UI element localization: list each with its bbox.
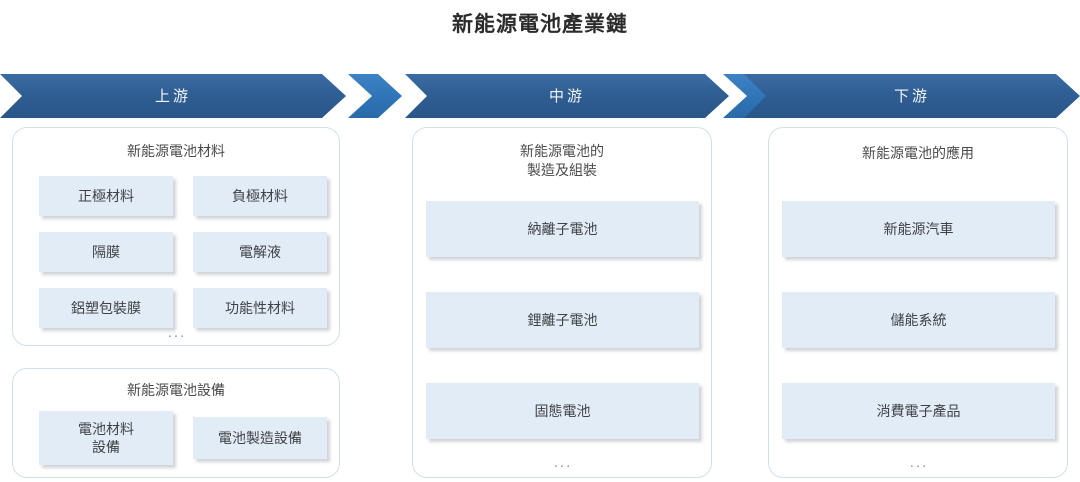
stage-banner-downstream[interactable]: 下游 xyxy=(744,74,1080,118)
chip-label: 固態電池 xyxy=(534,403,591,419)
ellipsis-upstream-materials: ... xyxy=(167,324,187,341)
stage-banner-midstream-label: 中游 xyxy=(548,87,585,105)
chip-solid-state-battery[interactable]: 固態電池 xyxy=(426,383,699,439)
chip-consumer-electronics[interactable]: 消費電子產品 xyxy=(782,383,1055,439)
panel-upstream-materials: 新能源電池材料 正極材料 負極材料 隔膜 電解液 鋁塑包裝膜 功能性材料 ... xyxy=(12,127,340,346)
chip-energy-storage-system[interactable]: 儲能系統 xyxy=(782,292,1055,348)
chip-cathode-material[interactable]: 正極材料 xyxy=(39,176,173,216)
chip-label: 電解液 xyxy=(239,244,281,260)
panel-upstream-materials-heading: 新能源電池材料 xyxy=(127,143,225,159)
chip-label: 電池製造設備 xyxy=(218,430,302,446)
chip-label: 負極材料 xyxy=(232,188,288,204)
chip-new-energy-vehicle[interactable]: 新能源汽車 xyxy=(782,201,1055,257)
chip-label: 鋁塑包裝膜 xyxy=(71,300,141,316)
panel-midstream-heading: 新能源電池的 製造及組裝 xyxy=(413,142,711,180)
chip-label: 消費電子產品 xyxy=(876,403,961,419)
chip-label: 正極材料 xyxy=(78,188,134,204)
stage-banner-midstream[interactable]: 中游 xyxy=(405,74,729,118)
chip-label: 電池材料 設備 xyxy=(78,421,134,455)
chevron-connector-icon-1 xyxy=(348,74,402,118)
panel-downstream-heading: 新能源電池的應用 xyxy=(862,145,974,161)
chip-label: 鋰離子電池 xyxy=(527,312,598,328)
panel-downstream-applications: 新能源電池的應用 新能源汽車 儲能系統 消費電子產品 ... xyxy=(768,127,1068,478)
chip-separator[interactable]: 隔膜 xyxy=(39,232,173,272)
panel-upstream-equipment-heading: 新能源電池設備 xyxy=(127,382,225,398)
chip-battery-material-equipment[interactable]: 電池材料 設備 xyxy=(39,411,173,465)
ellipsis-downstream: ... xyxy=(909,454,929,471)
chip-electrolyte[interactable]: 電解液 xyxy=(193,232,327,272)
chip-label: 新能源汽車 xyxy=(883,221,954,237)
panel-midstream-heading-line1: 新能源電池的 xyxy=(520,143,604,159)
chip-battery-manufacturing-equipment[interactable]: 電池製造設備 xyxy=(193,417,327,459)
chip-lithium-ion-battery[interactable]: 鋰離子電池 xyxy=(426,292,699,348)
stage-banner-upstream-label: 上游 xyxy=(154,87,191,105)
chip-label: 儲能系統 xyxy=(890,312,947,328)
page-title: 新能源電池產業鏈 xyxy=(452,13,628,36)
panel-midstream-heading-line2: 製造及組裝 xyxy=(527,162,597,178)
stage-banner-downstream-label: 下游 xyxy=(893,87,930,105)
chip-aluminium-plastic-film[interactable]: 鋁塑包裝膜 xyxy=(39,288,173,328)
chip-label: 納離子電池 xyxy=(527,221,598,237)
panel-midstream-manufacturing: 新能源電池的 製造及組裝 納離子電池 鋰離子電池 固態電池 ... xyxy=(412,127,712,478)
ellipsis-midstream: ... xyxy=(553,454,573,471)
chip-sodium-ion-battery[interactable]: 納離子電池 xyxy=(426,201,699,257)
chip-anode-material[interactable]: 負極材料 xyxy=(193,176,327,216)
chip-label: 功能性材料 xyxy=(225,300,295,316)
panel-upstream-equipment: 新能源電池設備 電池材料 設備 電池製造設備 xyxy=(12,368,340,478)
stage-banner-row: 上游 中游 下游 xyxy=(0,74,1080,120)
chip-label: 隔膜 xyxy=(92,244,120,260)
stage-banner-upstream[interactable]: 上游 xyxy=(0,74,346,118)
chip-functional-material[interactable]: 功能性材料 xyxy=(193,288,327,328)
